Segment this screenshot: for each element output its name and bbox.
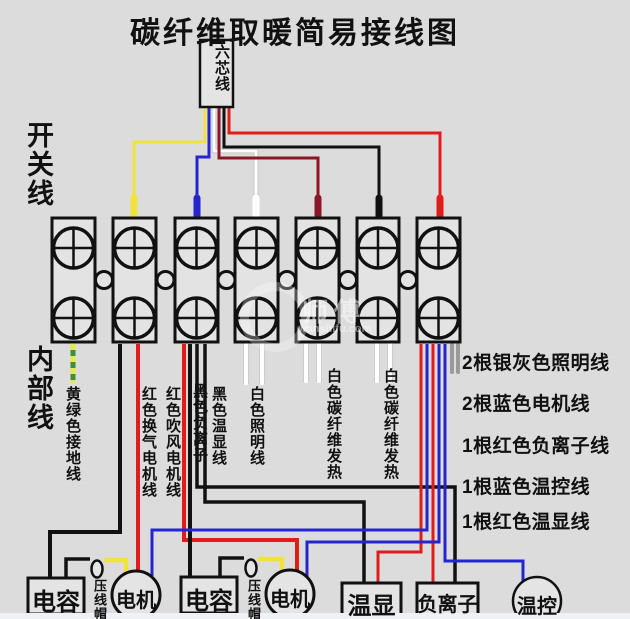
label-temp-display-wire: 黑色温显线	[210, 386, 227, 466]
capacitor2-label: 电容	[185, 588, 233, 615]
wire-blue-switch	[195, 107, 211, 198]
bottom-strip	[0, 613, 630, 619]
wire-blue-motor2	[305, 344, 441, 577]
wire-black-negative-ion	[195, 344, 457, 583]
switch-wires	[130, 107, 444, 220]
wire-red-temp-display	[376, 344, 423, 583]
wire-yellow-motor2	[258, 556, 285, 571]
block-connectors	[94, 270, 418, 290]
capacitor1-box	[26, 576, 86, 616]
white-stubs	[243, 341, 393, 386]
list-item-gray-lighting: 2根银灰色照明线	[462, 353, 610, 374]
list-item-blue-tempctl: 1根蓝色温控线	[462, 477, 591, 498]
wire-white-switch	[212, 107, 258, 198]
label-carbon-fiber-1: 白色碳纤维发热	[325, 368, 342, 480]
jumper-black-cap2	[218, 556, 244, 577]
screw-terminals	[51, 226, 461, 340]
watermark-text: 师傅	[302, 297, 367, 327]
temp-display-label: 温显	[347, 593, 396, 619]
wire-darkred-switch	[217, 107, 320, 198]
crimp-cap1-shape	[90, 559, 104, 579]
wire-red-blow-motor	[182, 344, 299, 571]
negative-ion-label: 负离子	[417, 594, 478, 616]
temp-control-label: 温控	[517, 596, 557, 618]
label-switch-wire: 开关线	[23, 121, 53, 208]
wire-yellow-motor1	[104, 557, 129, 573]
watermark-url: wanshifu.com	[298, 323, 372, 335]
wire-yellow-switch	[132, 107, 207, 198]
wire-blue-temp-control	[443, 344, 525, 581]
motor1-label: 电机	[116, 590, 156, 612]
temp-control-circle	[511, 575, 563, 619]
wire-black-capacitor1	[48, 344, 122, 578]
crimp-cap2-label: 压线帽	[246, 579, 261, 619]
label-internal-wire: 内部线	[23, 345, 53, 432]
internal-wires	[48, 341, 525, 583]
page-title: 碳纤维取暖简易接线图	[130, 17, 460, 50]
label-carbon-fiber-2: 白色碳纤维发热	[382, 368, 399, 480]
wire-red-switch	[227, 107, 442, 198]
list-item-red-tempdisp: 1根红色温显线	[462, 512, 591, 533]
crimp-cap1-label: 压线帽	[92, 579, 107, 619]
label-lighting-wire: 白色照明线	[248, 386, 265, 466]
jumper-black-cap1	[64, 557, 90, 578]
list-item-red-negion: 1根红色负离子线	[462, 436, 610, 457]
wire-blue-motor1	[150, 344, 429, 576]
crimp-cap2-shape	[244, 558, 258, 578]
label-blow-motor-wire: 红色吹风电机线	[164, 386, 181, 498]
wire-black-switch	[222, 107, 381, 198]
capacitor1-label: 电容	[32, 589, 80, 616]
motor2-label: 电机	[270, 589, 310, 611]
list-item-blue-motor: 2根蓝色电机线	[462, 394, 591, 415]
label-negative-ion-wire: 黑色负离子	[191, 383, 208, 463]
motor1-circle	[110, 569, 162, 619]
label-ground-wire: 黄绿色接地线	[64, 386, 81, 482]
label-vent-motor-wire: 红色换气电机线	[140, 386, 157, 498]
watermark-logo	[240, 282, 310, 352]
temp-display-box	[340, 581, 403, 617]
six-core-wire-label: 六芯线	[213, 44, 230, 92]
six-core-wire-box	[198, 38, 235, 109]
